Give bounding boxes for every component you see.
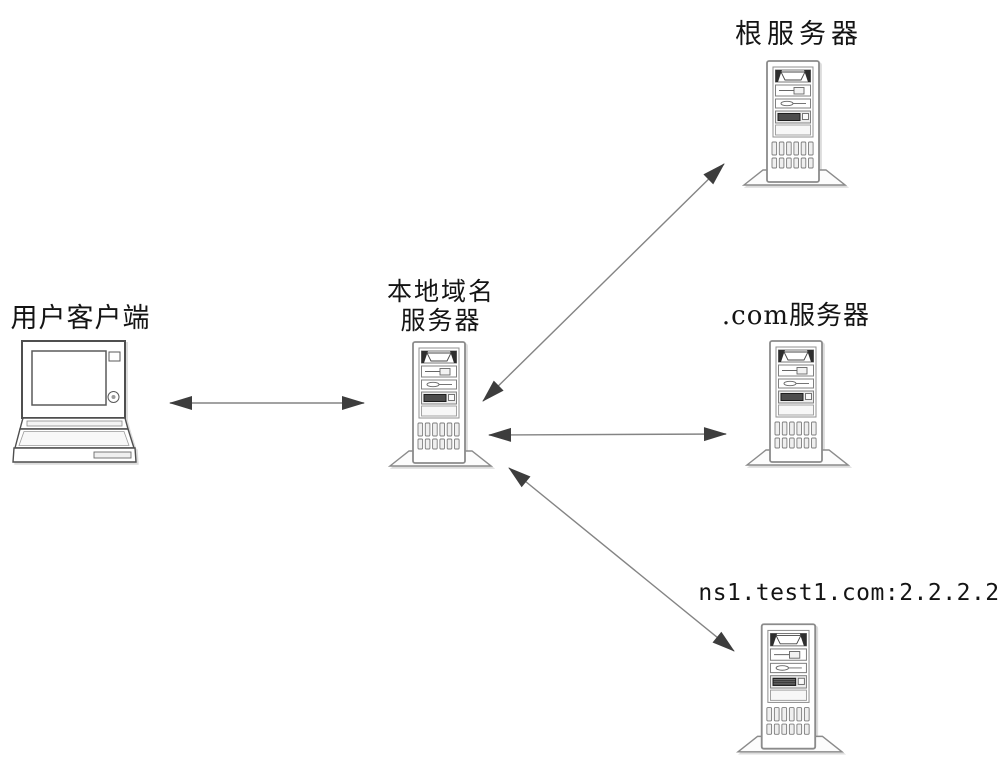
arrow-local-dns-root xyxy=(482,163,725,402)
local-dns-label: 本地域名 服务器 xyxy=(383,277,499,335)
com-server-label: .com服务器 xyxy=(721,301,871,331)
root-server-icon xyxy=(742,58,847,186)
arrow-local-dns-com xyxy=(488,427,727,442)
arrow-local-dns-ns1 xyxy=(508,467,735,652)
root-server-label: 根服务器 xyxy=(735,19,863,50)
local-dns-server-icon xyxy=(388,339,493,467)
local-dns-label-line2: 服务器 xyxy=(400,306,482,335)
com-server-icon xyxy=(745,337,850,467)
client-laptop-icon xyxy=(10,338,142,465)
client-label: 用户客户端 xyxy=(10,303,151,334)
ns1-server-label: ns1.test1.com:2.2.2.2 xyxy=(698,580,1000,606)
local-dns-label-line1: 本地域名 xyxy=(386,277,495,306)
ns1-server-icon xyxy=(736,620,844,754)
